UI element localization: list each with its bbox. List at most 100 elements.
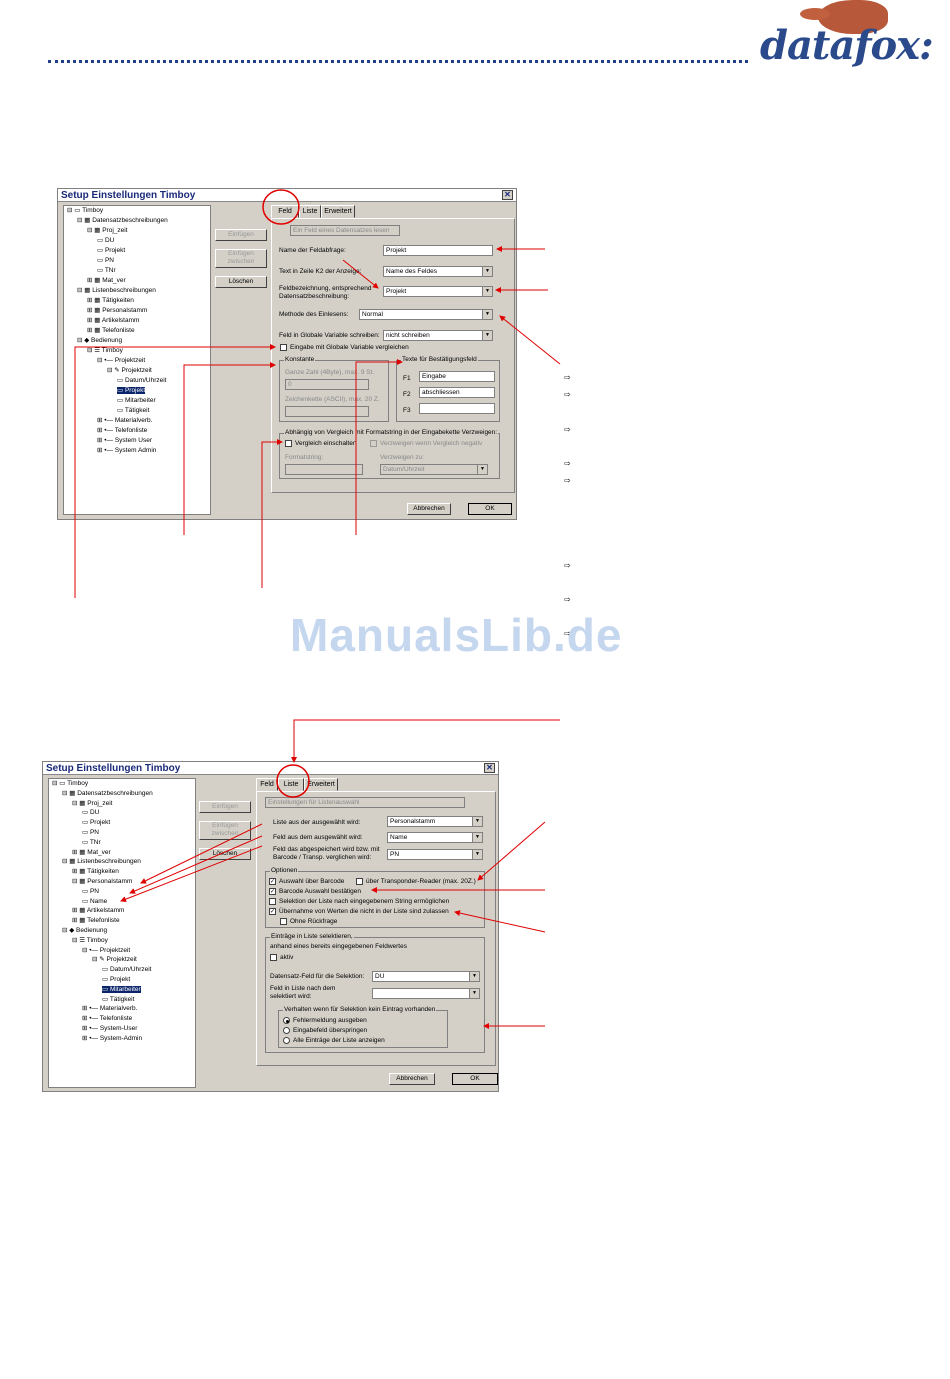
tree-node[interactable]: ▭ DU — [97, 237, 115, 244]
tree-node[interactable]: ⊞ ▦ Mat_ver — [87, 277, 126, 284]
tree-node[interactable]: ⊞ •— Telefonliste — [97, 427, 148, 434]
tree-view[interactable]: ⊟ ▭ Timboy ⊟ ▦ Datensatzbeschreibungen ⊟ ▦… — [63, 205, 211, 515]
tree-node[interactable]: ⊟ ☰ Timboy — [72, 936, 108, 944]
feldbez-select[interactable]: Projekt — [383, 286, 493, 297]
tree-node[interactable]: ⊟ ▦ Listenbeschreibungen — [77, 287, 156, 294]
opt-selektion-checkbox[interactable] — [269, 898, 276, 905]
tree-node[interactable]: ▭ Datum/Uhrzeit — [102, 966, 152, 974]
tree-node[interactable]: ⊞ ▦ Artikelstamm — [87, 317, 140, 324]
opt-rueckfrage-checkbox[interactable] — [280, 918, 287, 925]
tree-node[interactable]: ⊟ ▭ Timboy — [52, 780, 89, 787]
tree-node[interactable]: ▭ TNr — [82, 838, 101, 846]
tree-node[interactable]: ⊟ ◆ Bedienung — [77, 337, 123, 344]
tab-feld[interactable]: Feld — [271, 205, 299, 218]
tree-node[interactable]: ⊞ •— System-Admin — [82, 1034, 143, 1042]
tree-node[interactable]: ⊞ ▦ Personalstamm — [87, 307, 148, 314]
tree-node[interactable]: ⊞ ▦ Mat_ver — [72, 848, 111, 856]
tree-node[interactable]: ⊟ ▦ Datensatzbeschreibungen — [62, 789, 153, 797]
tree-node[interactable]: ⊞ ▦ Artikelstamm — [72, 907, 125, 915]
tree-node[interactable]: ⊞ •— Materialverb. — [97, 417, 153, 424]
tree-node[interactable]: ▭ Projekt — [117, 387, 146, 394]
insert-button[interactable]: Einfügen — [215, 229, 267, 241]
tree-node[interactable]: ▭ TNr — [97, 267, 116, 274]
close-icon[interactable]: ✕ — [484, 763, 495, 773]
tree-node[interactable]: ⊞ ▦ Tätigkeiten — [87, 297, 134, 304]
tree-node[interactable]: ⊟ ▦ Proj_zeit — [87, 227, 128, 234]
f3-input[interactable] — [419, 403, 495, 414]
tree-node[interactable]: ⊟ ◆ Bedienung — [62, 926, 108, 934]
zeichenkette-input[interactable] — [285, 406, 369, 417]
feld-liste-select[interactable] — [372, 988, 480, 999]
tree-node[interactable]: ⊟ ▦ Proj_zeit — [72, 799, 113, 807]
tree-node[interactable]: ▭ PN — [82, 887, 99, 895]
text-k2-select[interactable]: Name des Feldes — [383, 266, 493, 277]
tree-node[interactable]: ⊞ •— System User — [97, 437, 153, 444]
name-input[interactable]: Projekt — [383, 245, 493, 256]
feld-barcode-select[interactable]: PN — [387, 849, 483, 860]
r2-radio[interactable] — [283, 1027, 290, 1034]
tree-node[interactable]: ▭ Projekt — [102, 975, 131, 983]
tree-node[interactable]: ⊟ ☰ Timboy — [87, 347, 123, 354]
tree-node[interactable]: ▭ Name — [82, 897, 108, 905]
tree-node[interactable]: ⊟ •— Projektzeit — [82, 946, 131, 954]
tab-liste[interactable]: Liste — [299, 205, 321, 218]
r3-radio[interactable] — [283, 1037, 290, 1044]
feld-select[interactable]: Name — [387, 832, 483, 843]
delete-button[interactable]: Löschen — [215, 276, 267, 288]
tree-node[interactable]: ⊟ ▦ Listenbeschreibungen — [62, 858, 141, 866]
tree-node[interactable]: ⊞ ▦ Telefonliste — [72, 917, 120, 925]
tree-node[interactable]: ▭ Datum/Uhrzeit — [117, 377, 167, 384]
tree-node[interactable]: ▭ Projekt — [97, 247, 126, 254]
verzweigen-neg-checkbox[interactable] — [370, 440, 377, 447]
tree-node[interactable]: ▭ DU — [82, 809, 100, 817]
formatstring-input[interactable] — [285, 464, 363, 475]
tab-liste[interactable]: Liste — [278, 778, 304, 791]
tab-erweitert[interactable]: Erweitert — [304, 778, 338, 791]
tree-node[interactable]: ▭ Tätigkeit — [102, 995, 135, 1003]
opt-bestaetigen-checkbox[interactable]: ✓ — [269, 888, 276, 895]
opt-transponder-checkbox[interactable] — [356, 878, 363, 885]
tree-node[interactable]: ⊟ ▦ Datensatzbeschreibungen — [77, 217, 168, 224]
tree-view[interactable]: ⊟ ▭ Timboy ⊟ ▦ Datensatzbeschreibungen ⊟ ▦… — [48, 778, 196, 1088]
tree-node[interactable]: ⊟ •— Projektzeit — [97, 357, 146, 364]
verzweigen-zu-select[interactable]: Datum/Uhrzeit — [380, 464, 488, 475]
methode-select[interactable]: Normal — [359, 309, 493, 320]
ok-button[interactable]: OK — [452, 1073, 498, 1085]
ok-button[interactable]: OK — [468, 503, 512, 515]
liste-select[interactable]: Personalstamm — [387, 816, 483, 827]
tree-node[interactable]: ⊞ •— Materialverb. — [82, 1005, 138, 1013]
vergleich-checkbox[interactable] — [285, 440, 292, 447]
tree-node[interactable]: ⊞ •— System-User — [82, 1024, 138, 1032]
close-icon[interactable]: ✕ — [502, 190, 513, 200]
ds-feld-select[interactable]: DU — [372, 971, 480, 982]
tree-node[interactable]: ▭ Mitarbeiter — [117, 397, 156, 404]
tree-node[interactable]: ▭ PN — [97, 257, 114, 264]
tab-erweitert[interactable]: Erweitert — [321, 205, 355, 218]
tree-node[interactable]: ⊞ ▦ Tätigkeiten — [72, 868, 119, 876]
tree-node[interactable]: ▭ Mitarbeiter — [102, 985, 141, 993]
tree-node[interactable]: ▭ Projekt — [82, 819, 111, 827]
opt-uebernahme-checkbox[interactable]: ✓ — [269, 908, 276, 915]
tree-node[interactable]: ▭ Tätigkeit — [117, 407, 150, 414]
f1-input[interactable]: Eingabe — [419, 371, 495, 382]
cancel-button[interactable]: Abbrechen — [407, 503, 451, 515]
f2-input[interactable]: abschliessen — [419, 387, 495, 398]
insert-between-button[interactable]: Einfügen zwischen — [215, 249, 267, 268]
insert-between-button[interactable]: Einfügen zwischen — [199, 821, 251, 840]
tree-node[interactable]: ⊟ ✎ Projektzeit — [92, 956, 137, 964]
delete-button[interactable]: Löschen — [199, 848, 251, 860]
tree-node[interactable]: ⊞ •— System Admin — [97, 447, 157, 454]
tree-node[interactable]: ⊟ ✎ Projektzeit — [107, 367, 152, 374]
tree-node[interactable]: ⊟ ▭ Timboy — [67, 207, 104, 214]
aktiv-checkbox[interactable] — [270, 954, 277, 961]
global-select[interactable]: nicht schreiben — [383, 330, 493, 341]
global-compare-checkbox[interactable] — [280, 344, 287, 351]
opt-barcode-checkbox[interactable]: ✓ — [269, 878, 276, 885]
tree-node[interactable]: ⊟ ▦ Personalstamm — [72, 877, 133, 885]
cancel-button[interactable]: Abbrechen — [389, 1073, 435, 1085]
tree-node[interactable]: ▭ PN — [82, 828, 99, 836]
insert-button[interactable]: Einfügen — [199, 801, 251, 813]
tree-node[interactable]: ⊞ ▦ Telefonliste — [87, 327, 135, 334]
r1-radio[interactable] — [283, 1017, 290, 1024]
ganze-zahl-input[interactable]: 0 — [285, 379, 369, 390]
